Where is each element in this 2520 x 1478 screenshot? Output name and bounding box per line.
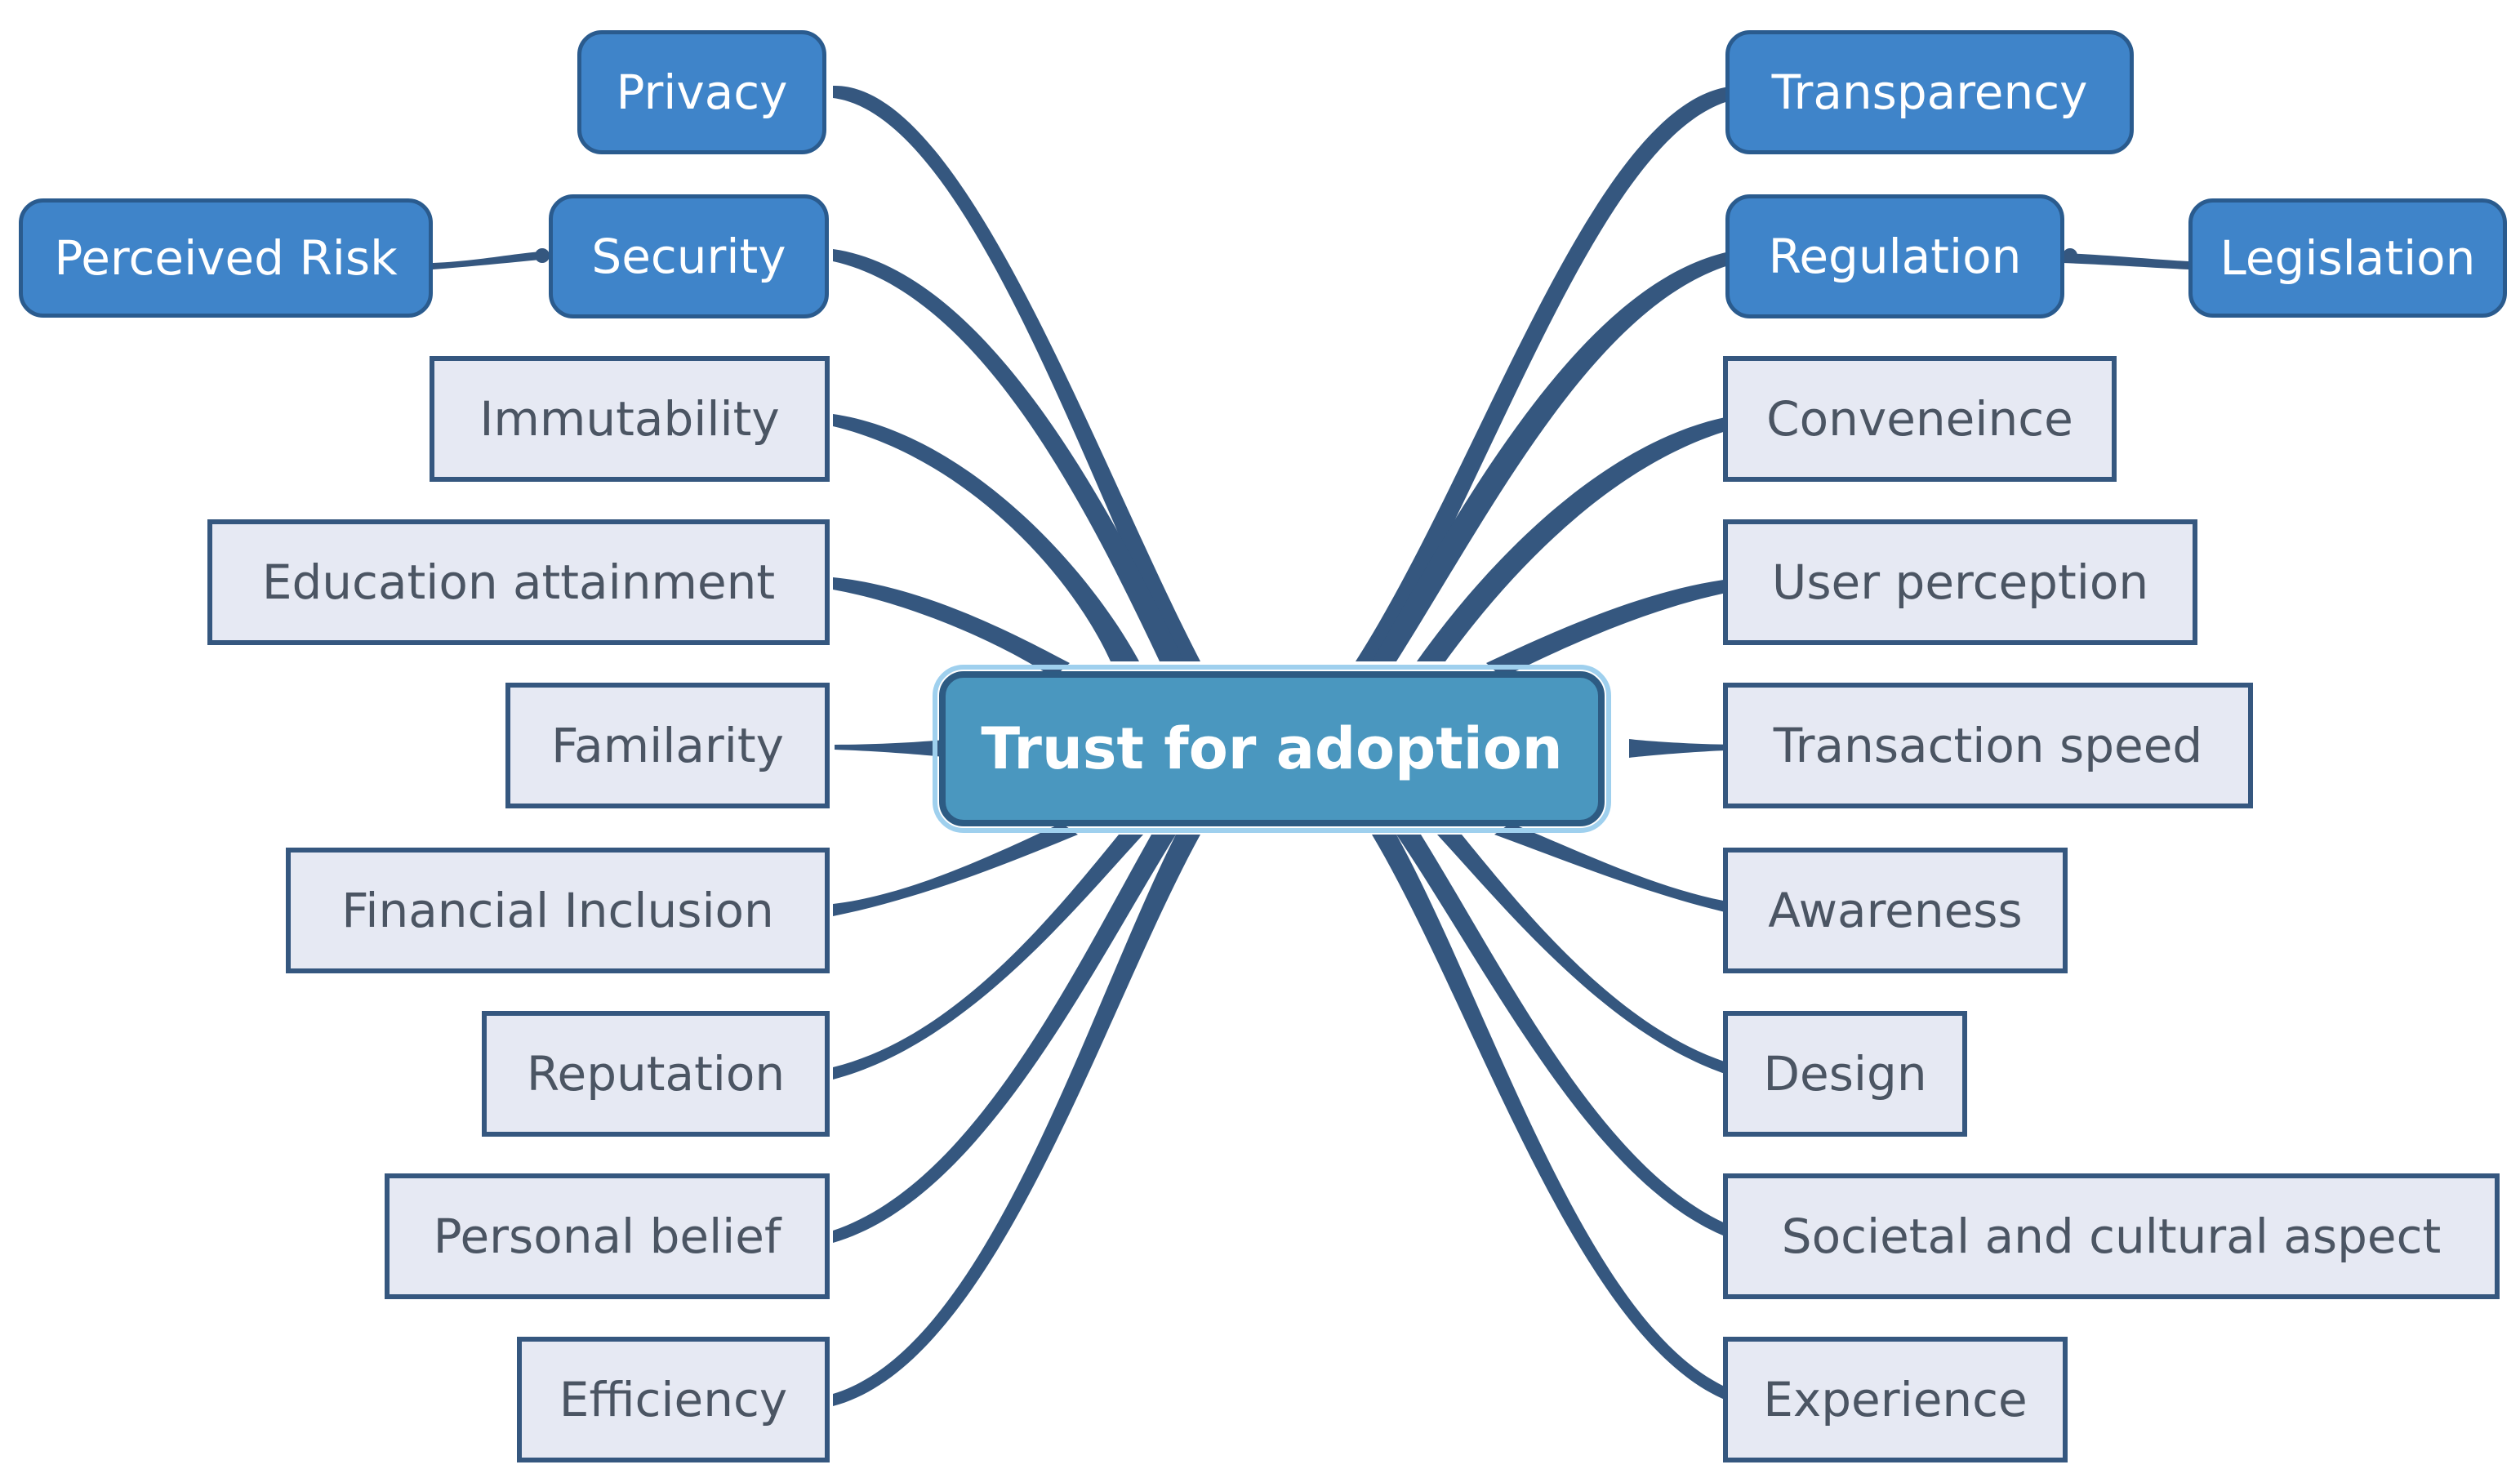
branch-education-attainment bbox=[833, 577, 1070, 678]
node-label: Privacy bbox=[616, 65, 788, 120]
node-label: Perceived Risk bbox=[54, 230, 398, 286]
node-personal-belief[interactable]: Personal belief bbox=[385, 1173, 830, 1299]
branch-familarity bbox=[835, 739, 951, 758]
central-topic-label: Trust for adoption bbox=[981, 715, 1563, 782]
branch-design bbox=[1437, 835, 1743, 1080]
node-efficiency[interactable]: Efficiency bbox=[517, 1337, 830, 1462]
node-label: Reputation bbox=[526, 1046, 786, 1102]
branch-user-perception bbox=[1486, 577, 1743, 678]
node-user-perception[interactable]: User perception bbox=[1723, 519, 2197, 645]
node-design[interactable]: Design bbox=[1723, 1011, 1967, 1137]
node-privacy[interactable]: Privacy bbox=[577, 30, 826, 154]
branch-transparency bbox=[1356, 85, 1743, 661]
node-label: Legislation bbox=[2219, 230, 2476, 286]
branch-privacy bbox=[833, 85, 1200, 661]
node-education-attainment[interactable]: Education attainment bbox=[207, 519, 830, 645]
central-topic-trust-for-adoption[interactable]: Trust for adoption bbox=[933, 665, 1611, 833]
branch-personal-belief bbox=[833, 835, 1176, 1243]
node-label: Regulation bbox=[1768, 229, 2022, 284]
branch-efficiency bbox=[833, 835, 1200, 1406]
node-label: Experience bbox=[1763, 1372, 2028, 1427]
link-perceived-risk bbox=[433, 252, 541, 269]
node-perceived-risk[interactable]: Perceived Risk bbox=[19, 198, 433, 318]
node-label: Financial Inclusion bbox=[341, 883, 774, 938]
branch-conveneince bbox=[1417, 414, 1743, 661]
node-regulation[interactable]: Regulation bbox=[1725, 194, 2064, 318]
node-label: Familarity bbox=[551, 718, 784, 773]
node-societal-and-cultural-aspect[interactable]: Societal and cultural aspect bbox=[1723, 1173, 2500, 1299]
node-label: User perception bbox=[1771, 554, 2149, 610]
node-reputation[interactable]: Reputation bbox=[482, 1011, 830, 1137]
link-dot-perceived-risk bbox=[535, 248, 550, 263]
node-label: Personal belief bbox=[433, 1209, 781, 1264]
node-label: Security bbox=[591, 229, 786, 284]
node-label: Transparency bbox=[1771, 65, 2088, 120]
node-legislation[interactable]: Legislation bbox=[2188, 198, 2507, 318]
node-label: Efficiency bbox=[559, 1372, 788, 1427]
node-awareness[interactable]: Awareness bbox=[1723, 848, 2068, 973]
node-experience[interactable]: Experience bbox=[1723, 1337, 2068, 1462]
node-label: Design bbox=[1763, 1046, 1927, 1102]
node-immutability[interactable]: Immutability bbox=[430, 356, 830, 482]
node-familarity[interactable]: Familarity bbox=[505, 683, 830, 808]
node-financial-inclusion[interactable]: Financial Inclusion bbox=[286, 848, 830, 973]
node-security[interactable]: Security bbox=[549, 194, 829, 318]
node-label: Awareness bbox=[1768, 883, 2023, 938]
branch-experience bbox=[1372, 835, 1743, 1406]
node-label: Conveneince bbox=[1766, 391, 2073, 447]
node-conveneince[interactable]: Conveneince bbox=[1723, 356, 2117, 482]
branch-security bbox=[833, 249, 1184, 661]
branch-reputation bbox=[833, 835, 1143, 1080]
branch-awareness bbox=[1494, 823, 1743, 916]
link-legislation bbox=[2062, 253, 2188, 269]
node-label: Education attainment bbox=[261, 554, 776, 610]
branch-financial-inclusion bbox=[833, 823, 1078, 916]
node-transaction-speed[interactable]: Transaction speed bbox=[1723, 683, 2253, 808]
node-transparency[interactable]: Transparency bbox=[1725, 30, 2134, 154]
node-label: Societal and cultural aspect bbox=[1781, 1209, 2442, 1264]
branch-immutability bbox=[833, 414, 1139, 661]
link-dot-legislation bbox=[2063, 248, 2077, 263]
node-label: Transaction speed bbox=[1773, 718, 2203, 773]
node-label: Immutability bbox=[479, 391, 780, 447]
branch-regulation bbox=[1372, 249, 1743, 661]
branch-societal-and-cultural-aspect bbox=[1396, 835, 1743, 1243]
branch-transaction-speed bbox=[1629, 739, 1743, 758]
